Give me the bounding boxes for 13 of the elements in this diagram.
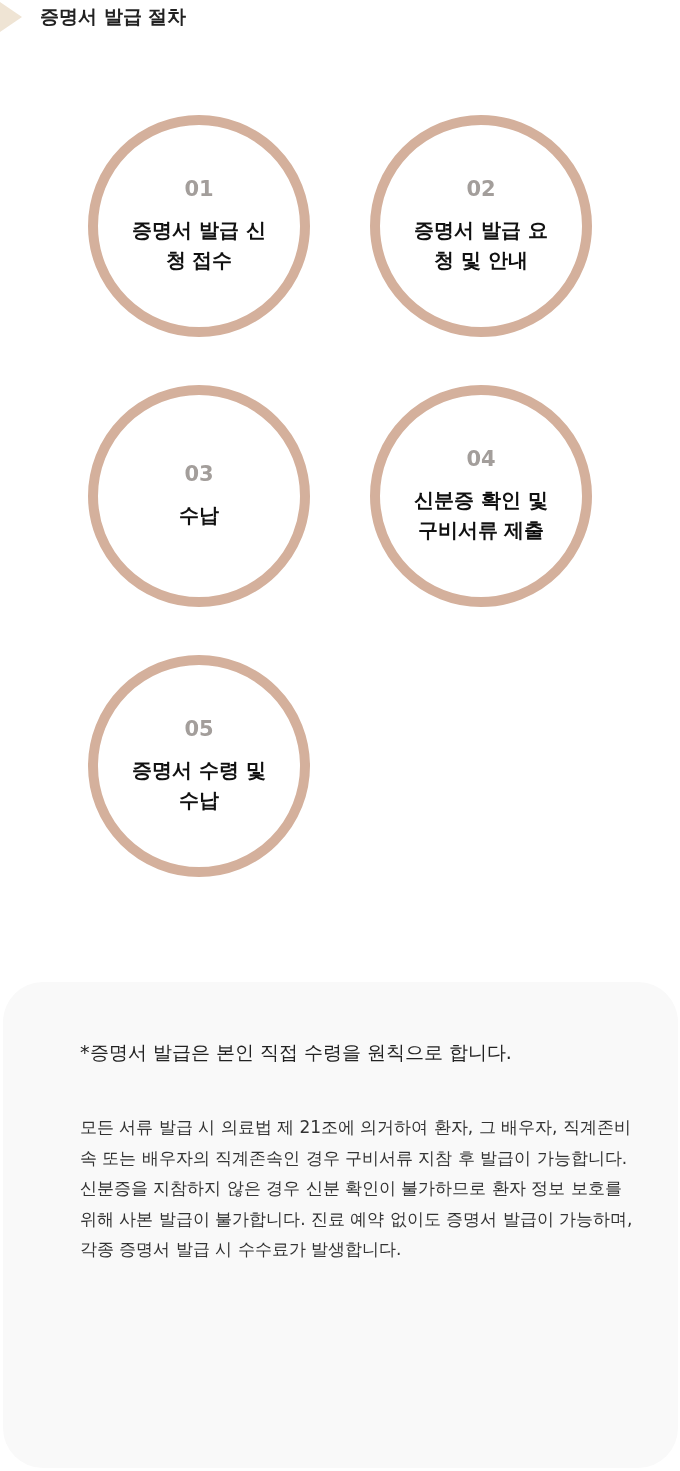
notice-heading: *증명서 발급은 본인 직접 수령을 원칙으로 합니다. [80, 1040, 513, 1065]
step-label: 신분증 확인 및 구비서류 제출 [413, 487, 549, 544]
step-label: 증명서 발급 요청 및 안내 [413, 217, 549, 274]
step-number: 01 [184, 177, 214, 201]
step-label: 수납 [178, 502, 220, 529]
step-number: 02 [466, 177, 496, 201]
step-number: 05 [184, 717, 214, 741]
notice-text: 모든 서류 발급 시 의료법 제 21조에 의거하여 환자, 그 배우자, 직계존비속 또는 배우자의 직계존속인 경우 구비서류 지참 후 발급이 가능합니다. 신분증을 지참하지 않은 경우 신분 확인이 불가하므로 환자 정보 보호를 위해 사본 발급이 불가합니다. 진료 예약 없이도 증명서 발급이 가능하며, 각종 증명서 발급 시 수수료가 발생합니다. [80, 1116, 634, 1261]
step-label: 증명서 발급 신청 접수 [131, 217, 267, 274]
step-label: 증명서 수령 및 수납 [131, 757, 267, 814]
step-number: 04 [466, 447, 496, 471]
section-title: 증명서 발급 절차 [40, 4, 187, 29]
step-number: 03 [184, 462, 214, 486]
